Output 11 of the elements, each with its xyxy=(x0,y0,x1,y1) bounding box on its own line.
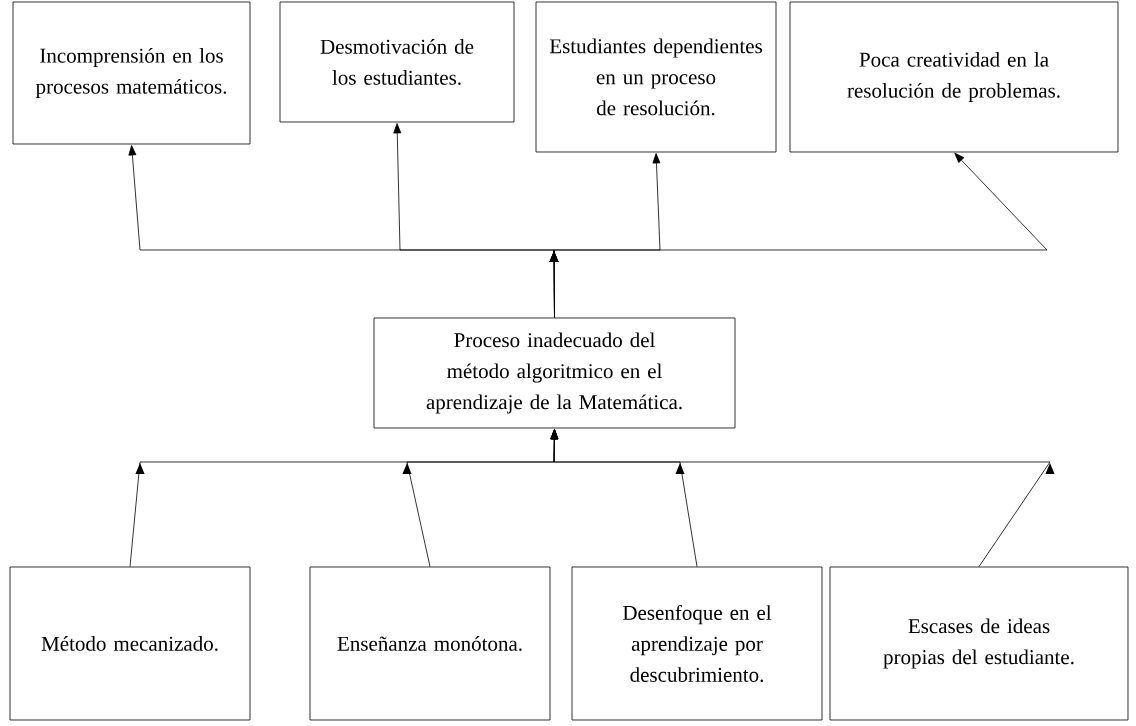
cause-box: Desenfoque en el aprendizaje por descubrimiento. xyxy=(571,566,823,721)
arrow xyxy=(549,152,1048,318)
cause-box: Escases de ideas propias del estudiante. xyxy=(829,566,1129,721)
effect-box: Desmotivación de los estudiantes. xyxy=(279,1,515,123)
arrow xyxy=(550,429,1055,567)
effect-box: Poca creatividad en la resolución de problemas. xyxy=(789,1,1119,153)
cause-box: Enseñanza monótona. xyxy=(309,566,551,721)
problem-box: Proceso inadecuado del método algoritmico en el aprendizaje de la Matemática. xyxy=(373,317,736,429)
effect-box: Incomprensión en los procesos matemáticos. xyxy=(12,1,251,145)
cause-box: Método mecanizado. xyxy=(9,566,251,721)
effect-box: Estudiantes dependientes en un proceso de resolución. xyxy=(535,1,777,153)
